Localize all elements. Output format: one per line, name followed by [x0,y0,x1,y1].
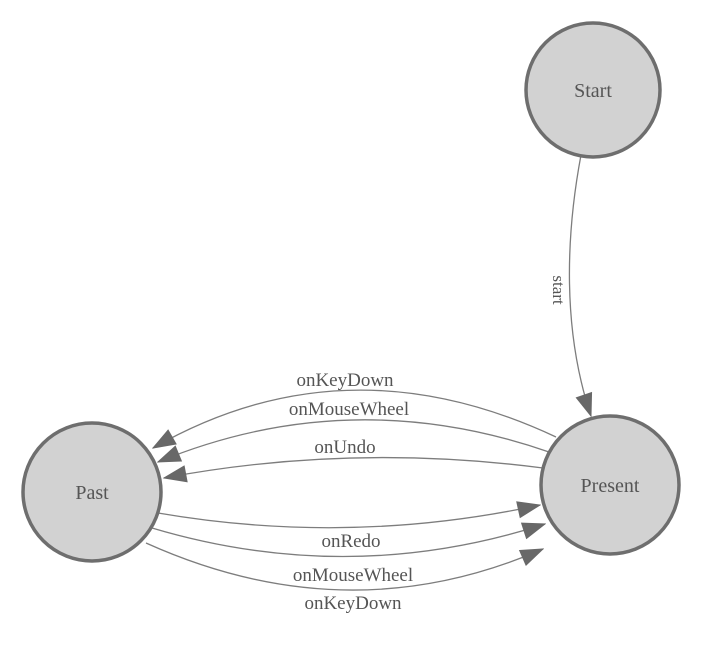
node-past-label: Past [75,482,109,504]
edge-label-onkeydown-top: onKeyDown [296,370,394,391]
edge-label-onmousewheel-top: onMouseWheel [289,399,409,420]
node-start[interactable]: Start [524,21,662,159]
node-start-circle[interactable] [524,21,662,159]
edge-present-to-past-onundo[interactable] [164,456,544,478]
edge-label-onmousewheel-bottom: onMouseWheel [293,565,413,586]
edge-past-to-present-onmousewheel[interactable] [151,524,545,558]
edge-past-to-present-onredo[interactable] [157,505,540,529]
edge-label-onredo: onRedo [321,531,380,552]
edge-present-to-past-onmousewheel[interactable] [158,419,550,463]
edge-label-start: start [549,275,568,305]
node-present-label: Present [581,475,640,497]
edge-label-onkeydown-bottom: onKeyDown [304,593,402,614]
node-start-label: Start [574,80,612,102]
edge-past-to-present-onkeydown[interactable] [145,542,543,591]
node-past[interactable]: Past [21,421,163,563]
node-present[interactable]: Present [539,414,681,556]
edge-start-to-present[interactable] [568,154,591,416]
node-past-circle[interactable] [21,421,163,563]
edge-present-to-past-onkeydown[interactable] [153,389,557,448]
node-present-circle[interactable] [539,414,681,556]
edge-label-onundo: onUndo [314,437,375,458]
